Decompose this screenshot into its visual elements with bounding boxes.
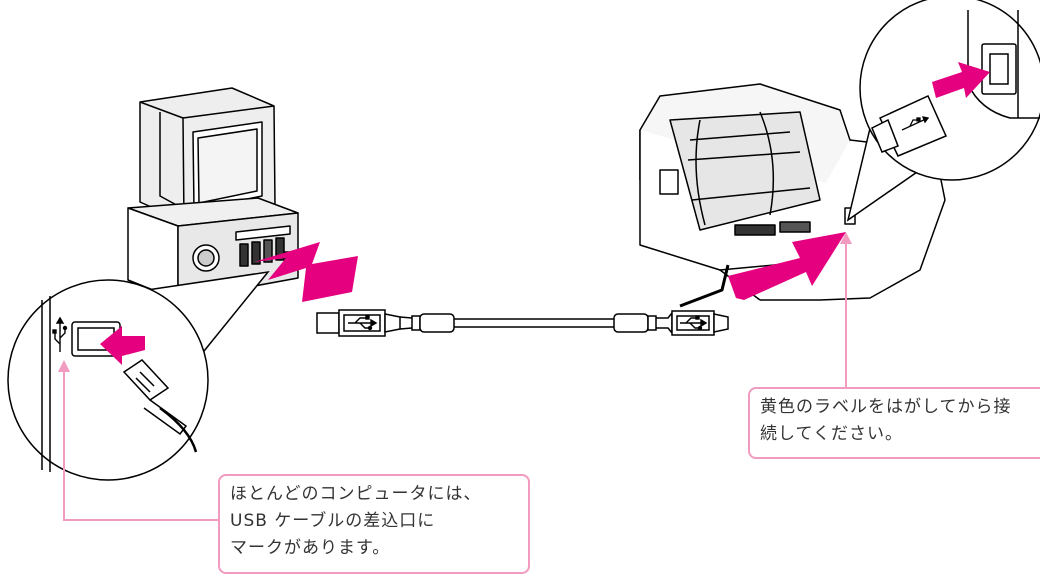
usb-cable-icon bbox=[316, 309, 729, 337]
label-removal-callout: 黄色のラベルをはがしてから接 続してください。 bbox=[748, 387, 1040, 459]
usb-mark-callout: ほとんどのコンピュータには、 USB ケーブルの差込口に マークがあります。 bbox=[218, 474, 530, 574]
callout-line: 続してください。 bbox=[760, 424, 903, 444]
callout-line: 黄色のラベルをはがしてから接 bbox=[760, 397, 1012, 417]
pointer-triangle-icon bbox=[58, 360, 70, 372]
computer-icon bbox=[127, 87, 299, 301]
computer-usb-port-zoom bbox=[7, 270, 270, 481]
callout-line: USB ケーブルの差込口に bbox=[230, 511, 436, 531]
printer-usb-port-zoom bbox=[846, 0, 1040, 222]
usb-symbol-icon bbox=[348, 315, 708, 331]
arrow-icon bbox=[100, 62, 990, 365]
pointer-triangle-icon bbox=[840, 232, 852, 244]
callout-line: マークがあります。 bbox=[230, 538, 391, 558]
callout-line: ほとんどのコンピュータには、 bbox=[230, 484, 482, 504]
leader-lines bbox=[63, 240, 847, 521]
